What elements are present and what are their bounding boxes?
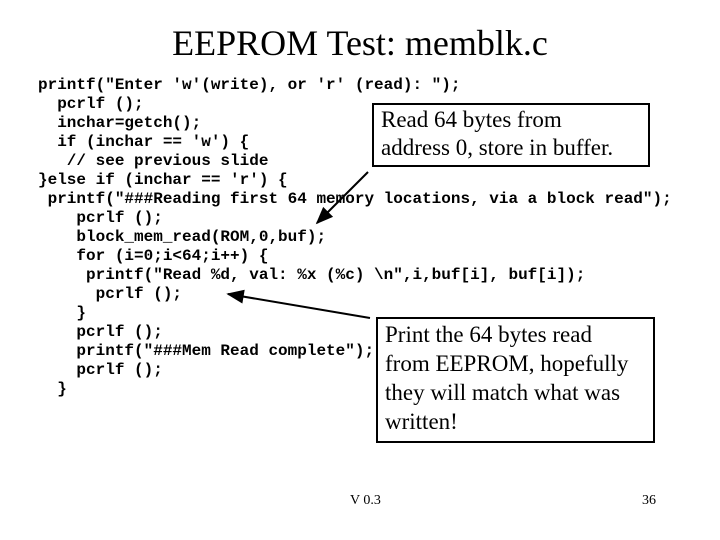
code-line: printf("###Reading first 64 memory locat…	[38, 190, 672, 208]
code-line: printf("Read %d, val: %x (%c) \n",i,buf[…	[38, 266, 586, 284]
code-line: // see previous slide	[38, 152, 269, 170]
code-line: inchar=getch();	[38, 114, 202, 132]
code-line: pcrlf ();	[38, 285, 183, 303]
code-line: printf("###Mem Read complete");	[38, 342, 375, 360]
code-line: }	[38, 380, 67, 398]
page-number: 36	[642, 493, 656, 508]
code-line: for (i=0;i<64;i++) {	[38, 247, 269, 265]
code-line: }else if (inchar == 'r') {	[38, 171, 288, 189]
callout-print-64-bytes: Print the 64 bytes read from EEPROM, hop…	[376, 317, 655, 443]
code-line: pcrlf ();	[38, 209, 163, 227]
callout-read-64-bytes: Read 64 bytes from address 0, store in b…	[372, 103, 650, 167]
code-line: pcrlf ();	[38, 323, 163, 341]
code-line: pcrlf ();	[38, 95, 144, 113]
slide-title: EEPROM Test: memblk.c	[172, 23, 548, 63]
code-line: pcrlf ();	[38, 361, 163, 379]
version-label: V 0.3	[350, 493, 381, 508]
code-line: block_mem_read(ROM,0,buf);	[38, 228, 327, 246]
code-line: }	[38, 304, 87, 322]
code-line: if (inchar == 'w') {	[38, 133, 250, 151]
code-line: printf("Enter 'w'(write), or 'r' (read):…	[38, 76, 461, 94]
code-block: printf("Enter 'w'(write), or 'r' (read):…	[38, 76, 672, 399]
